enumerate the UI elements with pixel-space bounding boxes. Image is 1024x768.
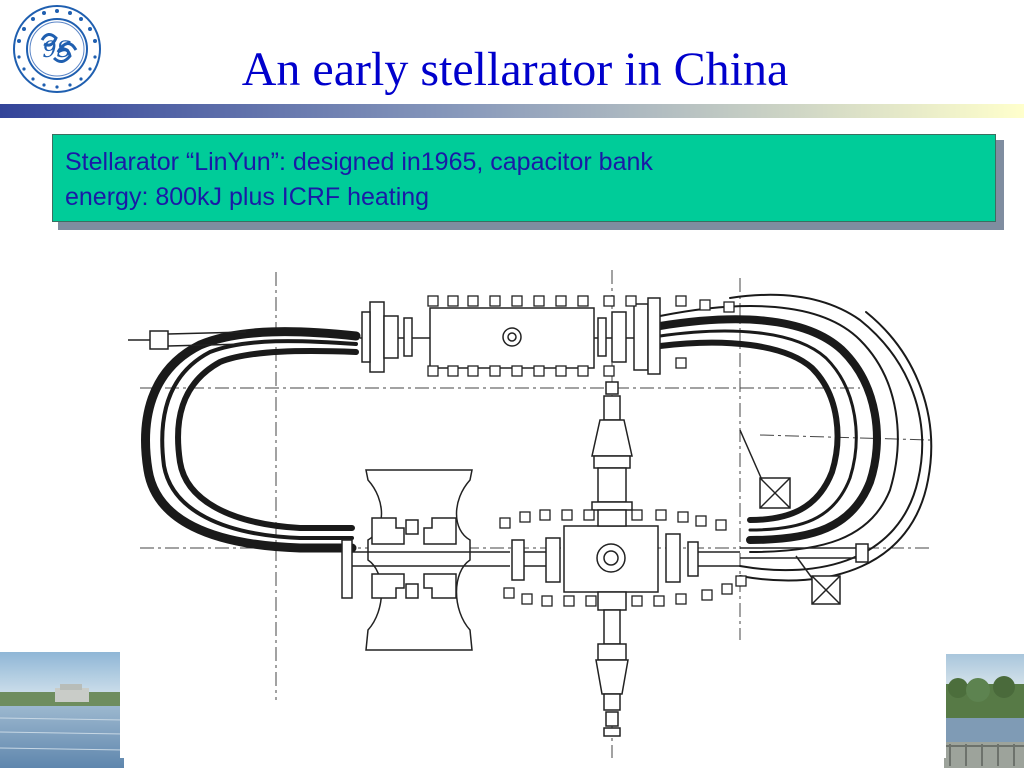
description-box: Stellarator “LinYun”: designed in1965, c… <box>52 134 996 222</box>
campus-waterfront-photo <box>944 654 1024 768</box>
description-line-1: Stellarator “LinYun”: designed in1965, c… <box>65 148 653 176</box>
stellarator-schematic <box>128 270 933 758</box>
campus-lake-photo <box>0 652 124 768</box>
title-divider <box>0 104 1024 118</box>
description-line-2: energy: 800kJ plus ICRF heating <box>65 183 430 211</box>
svg-text:9S: 9S <box>42 38 71 63</box>
university-logo: 9S <box>13 5 101 93</box>
slide-title: An early stellarator in China <box>241 43 789 96</box>
